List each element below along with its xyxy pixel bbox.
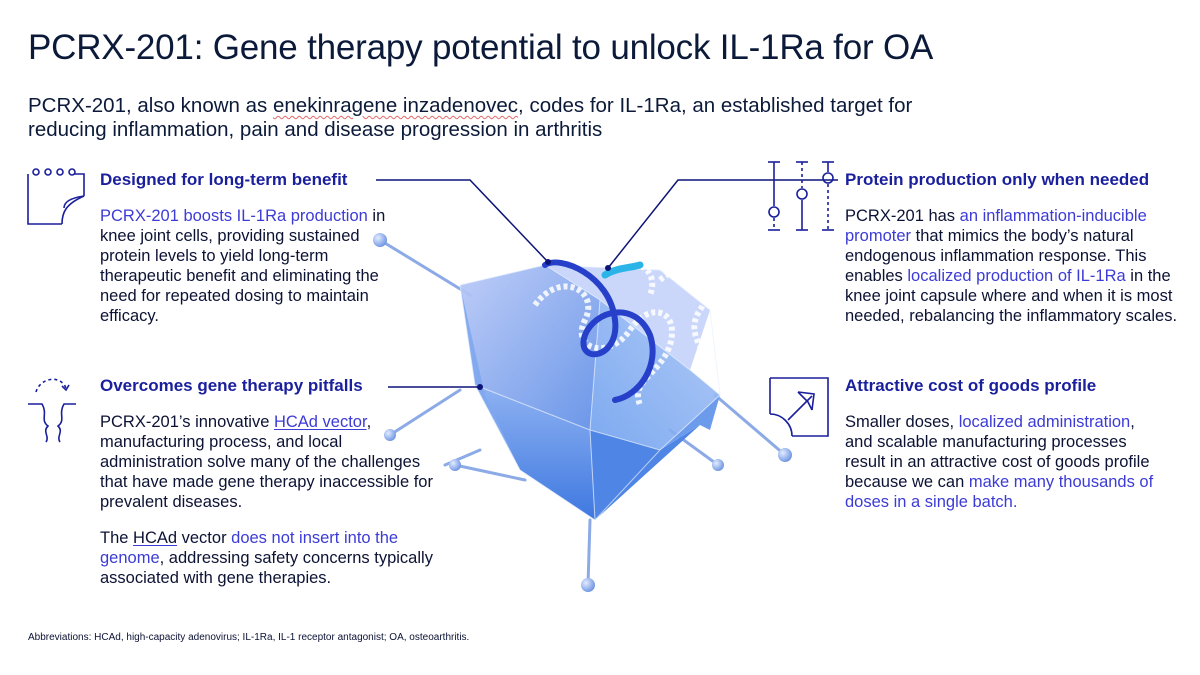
text-protein-a: PCRX-201 has	[845, 207, 960, 225]
block-protein-production: Protein production only when needed PCRX…	[845, 170, 1185, 326]
text-pitfalls-2: The HCAd vector does not insert into the…	[100, 528, 440, 588]
text-long-term: PCRX-201 boosts IL-1Ra production in kne…	[100, 206, 400, 326]
text-protein: PCRX-201 has an inflammation-inducible p…	[845, 206, 1185, 326]
highlight-boosts: PCRX-201 boosts IL-1Ra production	[100, 207, 368, 225]
text-protein-c: in the knee joint capsule where and when…	[845, 267, 1178, 325]
text-long-term-rest: in knee joint cells, providing sustained…	[100, 207, 386, 325]
highlight-localized-admin: localized administration	[958, 413, 1131, 431]
heading-protein: Protein production only when needed	[845, 170, 1150, 189]
subtitle-part1: PCRX-201, also known as	[28, 94, 273, 117]
highlight-localized-production: localized production of IL-1Ra	[907, 267, 1126, 285]
block-gene-therapy-pitfalls: Overcomes gene therapy pitfalls PCRX-201…	[100, 376, 440, 588]
text-pitfalls-1a: PCRX-201’s innovative	[100, 413, 274, 431]
highlight-thousands-doses: make many thousands of doses in a single…	[845, 473, 1154, 511]
calendar-icon	[27, 168, 85, 225]
text-hcad: HCAd	[133, 529, 178, 547]
drug-name: enekinragene inzadenovec	[272, 94, 519, 117]
adenovirus-vector-illustration	[373, 233, 792, 592]
block-long-term-benefit: Designed for long-term benefit PCRX-201 …	[100, 170, 400, 326]
block-cost-of-goods: Attractive cost of goods profile Smaller…	[845, 376, 1165, 512]
slider-control-icon	[768, 161, 834, 231]
heading-cost: Attractive cost of goods profile	[845, 376, 1097, 395]
highlight-promoter: an inflammation-inducible promoter	[845, 207, 1147, 245]
highlight-hcad-vector: HCAd vector	[273, 413, 367, 431]
text-cost-b: , and scalable manufacturing processes r…	[845, 413, 1150, 491]
text-pitfalls-2b: vector	[177, 529, 232, 547]
heading-pitfalls: Overcomes gene therapy pitfalls	[100, 376, 363, 395]
arrow-up-box-icon	[769, 377, 829, 437]
page-title: PCRX-201: Gene therapy potential to unlo…	[28, 28, 934, 67]
text-pitfalls-1: PCRX-201’s innovative HCAd vector, manuf…	[100, 412, 440, 512]
text-pitfalls-2a: The	[100, 529, 134, 547]
page-subtitle: PCRX-201, also known as enekinragene inz…	[28, 94, 988, 142]
text-cost: Smaller doses, localized administration,…	[845, 412, 1165, 512]
text-cost-a: Smaller doses,	[845, 413, 959, 431]
text-pitfalls-1b: , manufacturing process, and local admin…	[100, 413, 433, 511]
heading-long-term: Designed for long-term benefit	[100, 170, 348, 189]
abbreviations-footer: Abbreviations: HCAd, high-capacity adeno…	[28, 632, 470, 643]
highlight-no-insert: does not insert into the genome	[100, 529, 399, 567]
gene-insertion-icon	[28, 378, 76, 443]
subtitle-part2: , codes for IL-1Ra, an established targe…	[28, 94, 913, 141]
text-pitfalls-2c: , addressing safety concerns typically a…	[100, 549, 433, 587]
text-protein-b: that mimics the body’s natural endogenou…	[845, 227, 1147, 285]
